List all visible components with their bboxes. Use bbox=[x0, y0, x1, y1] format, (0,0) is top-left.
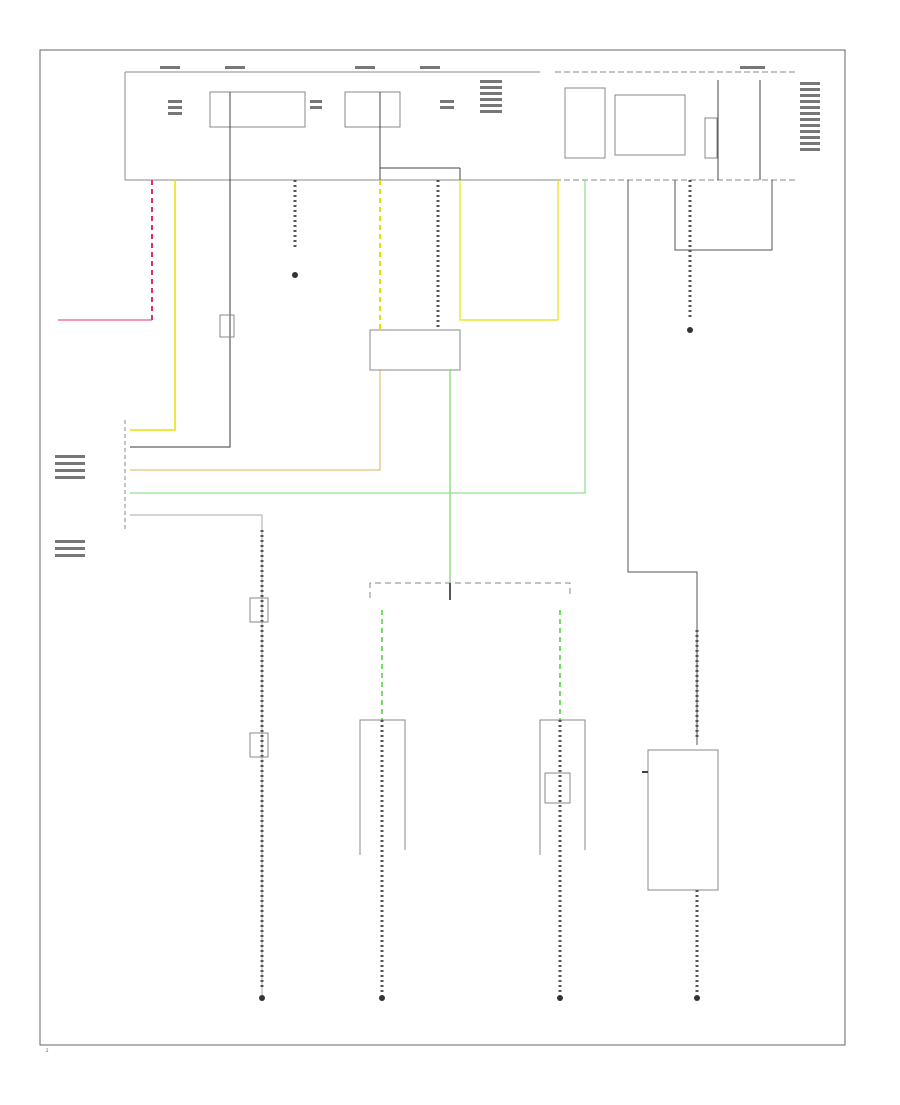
wire-grey-left bbox=[130, 514, 263, 995]
ground-icon-4 bbox=[379, 995, 385, 1001]
switch-left-upper bbox=[249, 597, 269, 623]
fuse-relay-block bbox=[124, 71, 795, 181]
relay-1 bbox=[209, 91, 306, 128]
wire-green-2 bbox=[130, 180, 586, 494]
module-lower-right bbox=[647, 749, 719, 891]
switch-right-bottom bbox=[539, 719, 586, 855]
wire-tan bbox=[130, 370, 381, 471]
module-left bbox=[55, 420, 126, 557]
switch-right-inner bbox=[544, 772, 571, 804]
fuse-right bbox=[704, 117, 718, 159]
diagram-code: 2 bbox=[46, 1048, 49, 1053]
junction-bottom bbox=[369, 582, 571, 598]
wire-black-1 bbox=[130, 180, 231, 448]
wire-black-right bbox=[627, 180, 698, 745]
ground-icon-5 bbox=[557, 995, 563, 1001]
relay-4 bbox=[614, 94, 686, 156]
ground-icon-2 bbox=[687, 327, 693, 333]
switch-left-lower bbox=[249, 732, 269, 758]
relay-2 bbox=[344, 91, 401, 128]
wire-yellow-1 bbox=[130, 180, 176, 431]
ground-icon-1 bbox=[292, 272, 298, 278]
ground-icon-6 bbox=[694, 995, 700, 1001]
ground-icon-3 bbox=[259, 995, 265, 1001]
connector-left bbox=[219, 314, 235, 338]
relay-3 bbox=[564, 87, 606, 159]
ground-loop-right bbox=[674, 180, 773, 251]
block-labels bbox=[160, 66, 820, 151]
center-switch bbox=[369, 329, 461, 371]
wire-yellow-3 bbox=[459, 180, 559, 321]
diagram-border bbox=[39, 49, 846, 1046]
